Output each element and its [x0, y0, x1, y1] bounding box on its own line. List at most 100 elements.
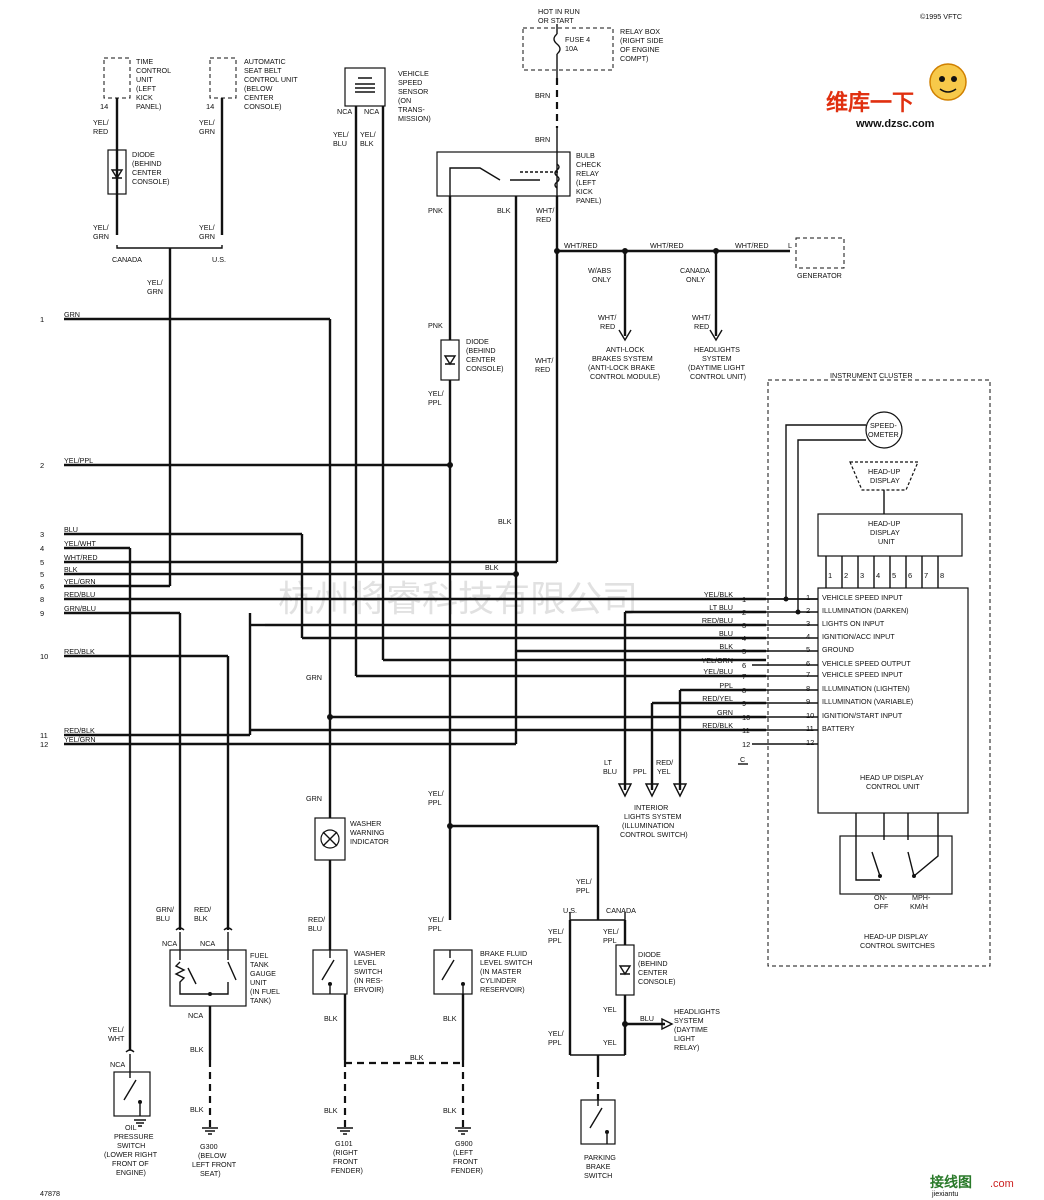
- left-wire-number: 10: [40, 652, 48, 661]
- connector-pin-number: 2: [742, 608, 746, 617]
- left-wire-number: 12: [40, 740, 48, 749]
- svg-text:CONTROL UNIT: CONTROL UNIT: [866, 782, 920, 791]
- svg-text:WHT/: WHT/: [598, 313, 616, 322]
- svg-text:TANK: TANK: [250, 960, 269, 969]
- left-wire-labels: 1GRN2YEL/PPL3BLU4YEL/WHT5WHT/RED5BLK6YEL…: [40, 310, 98, 749]
- svg-text:UNIT: UNIT: [250, 978, 267, 987]
- svg-text:ANTI-LOCK: ANTI-LOCK: [606, 345, 645, 354]
- svg-text:PPL: PPL: [548, 936, 562, 945]
- left-wire-color: RED/BLK: [64, 726, 95, 735]
- connector-wire-color: BLK: [719, 642, 733, 651]
- left-wire-number: 6: [40, 582, 44, 591]
- svg-text:BRAKES SYSTEM: BRAKES SYSTEM: [592, 354, 653, 363]
- svg-text:SPEED: SPEED: [398, 78, 422, 87]
- svg-text:G900: G900: [455, 1139, 473, 1148]
- hud-pin-number: 7: [924, 571, 928, 580]
- svg-text:SEAT): SEAT): [200, 1169, 221, 1178]
- svg-text:CONTROL UNIT): CONTROL UNIT): [690, 372, 746, 381]
- head-up-display: [849, 461, 919, 491]
- control-unit-pin-function: ILLUMINATION (VARIABLE): [822, 697, 913, 706]
- svg-text:14: 14: [206, 102, 214, 111]
- logo-top-text: 维库一下: [826, 90, 914, 116]
- svg-text:BLK: BLK: [324, 1106, 338, 1115]
- svg-text:HEADLIGHTS: HEADLIGHTS: [674, 1007, 720, 1016]
- copyright-text: ©1995 VFTC: [920, 12, 962, 21]
- svg-text:FENDER): FENDER): [451, 1166, 483, 1175]
- svg-text:CONSOLE): CONSOLE): [244, 102, 282, 111]
- svg-text:CENTER: CENTER: [638, 968, 668, 977]
- svg-text:BLK: BLK: [190, 1045, 204, 1054]
- svg-text:OF ENGINE: OF ENGINE: [620, 45, 660, 54]
- connector-wire-color: GRN: [717, 708, 733, 717]
- svg-text:PNK: PNK: [428, 321, 443, 330]
- g900-label: G900 (LEFT FRONT FENDER): [451, 1139, 483, 1175]
- svg-text:(IN FUEL: (IN FUEL: [250, 987, 280, 996]
- connector-pin-number: 3: [742, 621, 746, 630]
- diode-3-label: DIODE (BEHIND CENTER CONSOLE): [638, 950, 676, 986]
- ground-g300: [202, 1127, 218, 1135]
- svg-text:HEAD-UP DISPLAY: HEAD-UP DISPLAY: [864, 932, 928, 941]
- svg-text:RELAY BOX: RELAY BOX: [620, 27, 660, 36]
- svg-text:YEL/: YEL/: [428, 389, 444, 398]
- svg-text:BULB: BULB: [576, 151, 595, 160]
- svg-text:KM/H: KM/H: [910, 902, 928, 911]
- svg-text:DISPLAY: DISPLAY: [870, 528, 900, 537]
- connector-pin-number: 9: [742, 699, 746, 708]
- svg-text:BRAKE: BRAKE: [586, 1162, 611, 1171]
- bottom-logo-url: jiexiantu: [931, 1189, 958, 1198]
- svg-text:(ANTI-LOCK BRAKE: (ANTI-LOCK BRAKE: [588, 363, 655, 372]
- control-unit-pin-function: VEHICLE SPEED OUTPUT: [822, 659, 911, 668]
- svg-text:PPL: PPL: [576, 886, 590, 895]
- svg-text:BLK: BLK: [443, 1014, 457, 1023]
- g300-label: G300 (BELOW LEFT FRONT SEAT): [192, 1142, 237, 1178]
- svg-text:C: C: [740, 755, 745, 764]
- svg-text:CONSOLE): CONSOLE): [466, 364, 504, 373]
- svg-text:YEL/: YEL/: [603, 927, 619, 936]
- blk-label-1: BLK: [497, 206, 511, 215]
- svg-text:(LEFT: (LEFT: [136, 84, 157, 93]
- svg-text:(BELOW: (BELOW: [198, 1151, 227, 1160]
- connector-pin-number: 1: [742, 595, 746, 604]
- svg-text:YEL/: YEL/: [199, 118, 215, 127]
- generator: [795, 237, 845, 269]
- connector-wire-color: RED/BLK: [702, 721, 733, 730]
- svg-text:MISSION): MISSION): [398, 114, 431, 123]
- hot-label-2: OR START: [538, 16, 574, 25]
- svg-text:CANADA: CANADA: [680, 266, 710, 275]
- control-unit-pin-number: 2: [806, 606, 810, 615]
- hud-pin-number: 6: [908, 571, 912, 580]
- svg-text:BLK: BLK: [360, 139, 374, 148]
- svg-text:TANK): TANK): [250, 996, 271, 1005]
- svg-text:G101: G101: [335, 1139, 353, 1148]
- svg-text:RESERVOIR): RESERVOIR): [480, 985, 525, 994]
- svg-text:CONTROL MODULE): CONTROL MODULE): [590, 372, 660, 381]
- svg-text:DIODE: DIODE: [466, 337, 489, 346]
- left-wire-number: 8: [40, 595, 44, 604]
- svg-text:HEAD-UP: HEAD-UP: [868, 467, 901, 476]
- svg-text:YEL: YEL: [603, 1038, 617, 1047]
- svg-text:INSTRUMENT CLUSTER: INSTRUMENT CLUSTER: [830, 371, 913, 380]
- left-wire-number: 9: [40, 609, 44, 618]
- connector-wire-color: BLU: [719, 629, 733, 638]
- control-unit-pin-number: 6: [806, 659, 810, 668]
- connector-wire-color: RED/YEL: [702, 694, 733, 703]
- svg-text:GRN/: GRN/: [156, 905, 174, 914]
- svg-text:CENTER: CENTER: [466, 355, 496, 364]
- connector-pin-number: 12: [742, 740, 750, 749]
- svg-text:WARNING: WARNING: [350, 828, 385, 837]
- svg-text:KICK: KICK: [576, 187, 593, 196]
- svg-text:(BEHIND: (BEHIND: [638, 959, 668, 968]
- relay-contacts: [449, 152, 558, 196]
- left-wire-color: YEL/WHT: [64, 539, 97, 548]
- washer-indicator-label: WASHER WARNING INDICATOR: [350, 819, 389, 846]
- svg-text:BLK: BLK: [324, 1014, 338, 1023]
- svg-text:SYSTEM: SYSTEM: [702, 354, 732, 363]
- svg-text:WHT/RED: WHT/RED: [735, 241, 769, 250]
- svg-text:SENSOR: SENSOR: [398, 87, 428, 96]
- svg-text:TIME: TIME: [136, 57, 153, 66]
- brake-fluid-label: BRAKE FLUID LEVEL SWITCH (IN MASTER CYLI…: [480, 949, 532, 994]
- left-wire-color: WHT/RED: [64, 553, 98, 562]
- svg-text:NCA: NCA: [337, 107, 352, 116]
